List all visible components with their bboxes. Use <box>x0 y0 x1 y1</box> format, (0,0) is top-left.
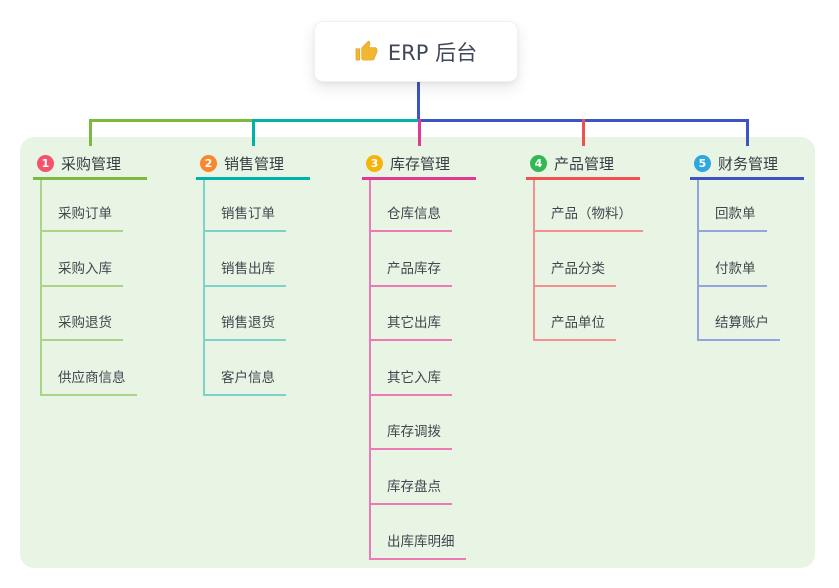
branch-number-badge: 4 <box>530 155 547 172</box>
drop-connector-product <box>582 119 585 146</box>
bus-connector-sales <box>254 119 420 122</box>
node-product-stock[interactable]: 产品库存 <box>369 261 452 287</box>
branch-rail <box>369 180 371 560</box>
node-product-material[interactable]: 产品（物料） <box>533 206 643 232</box>
branch-purchase-header[interactable]: 1 采购管理 <box>33 150 147 177</box>
branch-underline <box>33 177 147 180</box>
node-warehouse-info[interactable]: 仓库信息 <box>369 206 452 232</box>
node-outbound-detail[interactable]: 出库库明细 <box>369 534 466 560</box>
branch-underline <box>196 177 310 180</box>
branch-rail <box>533 180 535 341</box>
node-purchase-order[interactable]: 采购订单 <box>40 206 123 232</box>
branch-number-badge: 3 <box>366 155 383 172</box>
branch-underline <box>362 177 476 180</box>
node-purchase-inbound[interactable]: 采购入库 <box>40 261 123 287</box>
node-customer-info[interactable]: 客户信息 <box>203 370 286 396</box>
branch-title: 财务管理 <box>718 155 779 173</box>
branch-sales: 2 销售管理 销售订单 销售出库 销售退货 客户信息 <box>196 150 310 396</box>
node-other-inbound[interactable]: 其它入库 <box>369 370 452 396</box>
branch-finance-header[interactable]: 5 财务管理 <box>690 150 804 177</box>
branch-rail <box>203 180 205 396</box>
node-settlement-account[interactable]: 结算账户 <box>697 315 780 341</box>
drop-connector-inventory <box>418 119 421 146</box>
thumbs-up-icon <box>355 40 378 63</box>
node-stock-transfer[interactable]: 库存调拨 <box>369 424 452 450</box>
node-stock-count[interactable]: 库存盘点 <box>369 479 452 505</box>
node-product-unit[interactable]: 产品单位 <box>533 315 616 341</box>
branch-title: 库存管理 <box>390 155 451 173</box>
branch-sales-header[interactable]: 2 销售管理 <box>196 150 310 177</box>
node-sales-order[interactable]: 销售订单 <box>203 206 286 232</box>
node-payment-order[interactable]: 付款单 <box>697 261 767 287</box>
background-panel <box>20 137 815 568</box>
branch-purchase: 1 采购管理 采购订单 采购入库 采购退货 供应商信息 <box>33 150 147 396</box>
branch-underline <box>526 177 640 180</box>
node-supplier-info[interactable]: 供应商信息 <box>40 370 137 396</box>
branch-product: 4 产品管理 产品（物料） 产品分类 产品单位 <box>526 150 643 341</box>
node-sales-return[interactable]: 销售退货 <box>203 315 286 341</box>
root-stem-connector <box>417 82 420 120</box>
node-other-outbound[interactable]: 其它出库 <box>369 315 452 341</box>
branch-inventory: 3 库存管理 仓库信息 产品库存 其它出库 其它入库 库存调拨 库存盘点 出库库… <box>362 150 476 560</box>
branch-rail <box>697 180 699 341</box>
branch-rail <box>40 180 42 396</box>
branch-number-badge: 5 <box>694 155 711 172</box>
node-purchase-return[interactable]: 采购退货 <box>40 315 123 341</box>
branch-number-badge: 1 <box>37 155 54 172</box>
drop-connector-finance <box>746 119 749 146</box>
node-product-category[interactable]: 产品分类 <box>533 261 616 287</box>
drop-connector-sales <box>252 119 255 146</box>
branch-product-header[interactable]: 4 产品管理 <box>526 150 640 177</box>
node-sales-outbound[interactable]: 销售出库 <box>203 261 286 287</box>
branch-inventory-header[interactable]: 3 库存管理 <box>362 150 476 177</box>
drop-connector-purchase <box>89 119 92 146</box>
branch-finance: 5 财务管理 回款单 付款单 结算账户 <box>690 150 804 341</box>
branch-title: 销售管理 <box>224 155 285 173</box>
node-receipt-order[interactable]: 回款单 <box>697 206 767 232</box>
root-title: ERP 后台 <box>387 40 478 65</box>
bus-connector-purchase <box>89 119 254 122</box>
branch-number-badge: 2 <box>200 155 217 172</box>
root-node[interactable]: ERP 后台 <box>314 21 518 82</box>
branch-title: 采购管理 <box>61 155 122 173</box>
branch-title: 产品管理 <box>554 155 615 173</box>
branch-underline <box>690 177 804 180</box>
